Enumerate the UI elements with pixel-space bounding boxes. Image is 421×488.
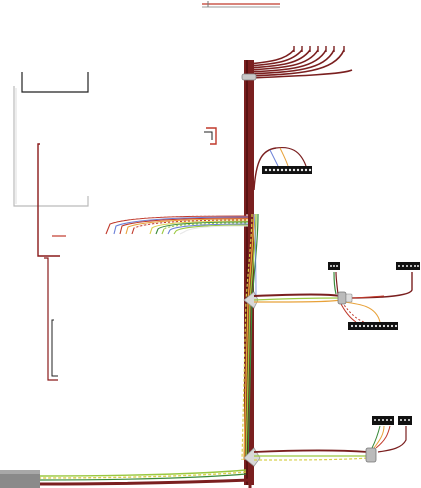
left-exit-sleeve [0, 470, 40, 488]
upper-block-branch [253, 146, 307, 191]
top-fan-out [247, 49, 353, 79]
middle-right-branch [253, 271, 413, 323]
bottom-connector-block-b [398, 416, 412, 425]
bottom-connector-block-a [372, 416, 394, 425]
mid-right-connector-block [396, 262, 420, 270]
top-wire-stub [202, 1, 280, 8]
mid-lower-connector-block [348, 322, 398, 330]
bottom-horizontal-run [39, 469, 252, 488]
left-routed-wire [37, 143, 66, 381]
mid-left-small-connector [328, 262, 340, 270]
top-grommet [241, 73, 257, 81]
red-bracket [204, 127, 217, 145]
top-fan-pins [293, 46, 345, 52]
bottom-grommet [365, 447, 377, 463]
left-panel-outline [13, 72, 89, 207]
main-trunk [244, 60, 254, 485]
upper-connector-block [262, 166, 312, 174]
left-fan-out-dashes [109, 214, 249, 230]
middle-grommet [337, 291, 353, 305]
left-fan-out-wires [105, 215, 249, 235]
bottom-right-branch [253, 425, 407, 461]
